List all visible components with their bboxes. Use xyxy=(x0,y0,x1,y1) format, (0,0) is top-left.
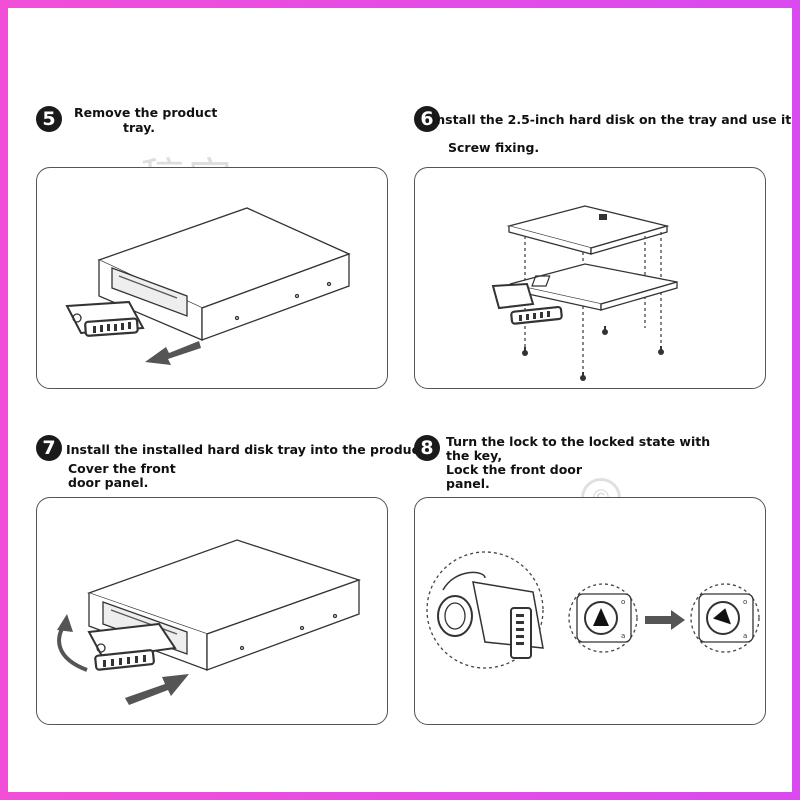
step-5-badge: 5 xyxy=(36,106,62,132)
svg-text:o: o xyxy=(621,598,625,606)
step-6-text-line-2: Screw fixing. xyxy=(448,140,540,155)
step-8-text-line-2: the key, xyxy=(446,448,503,463)
svg-text:a: a xyxy=(743,632,747,640)
step-8-text-line-4: panel. xyxy=(446,476,490,491)
step-7-text-line-3: door panel. xyxy=(68,475,149,490)
step-6-badge: 6 xyxy=(414,106,440,132)
step-6-illustration xyxy=(414,167,766,389)
step-8-text-line-3: Lock the front door xyxy=(446,462,583,477)
step-7-badge: 7 xyxy=(36,435,62,461)
step-7-text-line-2: Cover the front xyxy=(68,461,176,476)
step-8-text-line-1: Turn the lock to the locked state with xyxy=(446,434,711,449)
step-8-illustration: o a o a xyxy=(414,497,766,725)
manual-page: 5 Remove the product tray. 6 install the… xyxy=(8,8,792,792)
step-7-illustration xyxy=(36,497,388,725)
step-5-text-line-1: Remove the product xyxy=(74,105,218,120)
step-5-illustration xyxy=(36,167,388,389)
step-7-text-line-1: Install the installed hard disk tray int… xyxy=(66,442,430,457)
step-5-text-line-2: tray. xyxy=(123,120,155,135)
svg-text:a: a xyxy=(621,632,625,640)
svg-text:o: o xyxy=(743,598,747,606)
step-8-badge: 8 xyxy=(414,435,440,461)
step-6-text-line-1: install the 2.5-inch hard disk on the tr… xyxy=(432,112,792,127)
